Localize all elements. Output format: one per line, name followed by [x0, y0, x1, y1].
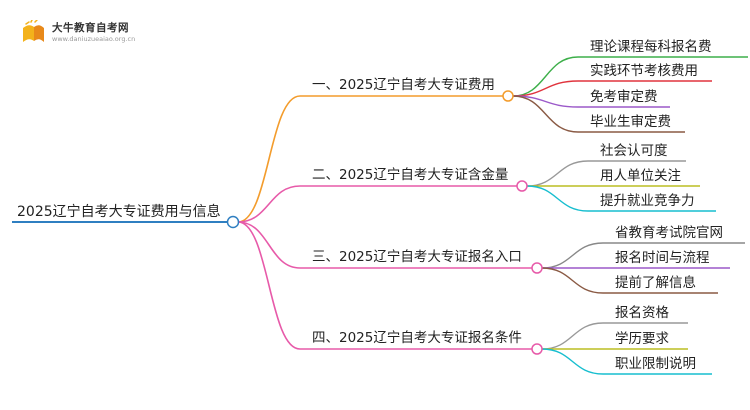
- edge-root-branch-1: [237, 95, 301, 223]
- branch-1[interactable]: 一、2025辽宁自考大专证费用: [300, 76, 514, 102]
- leaf-2-2[interactable]: 用人单位关注: [588, 168, 700, 187]
- leaf-1-2-label: 实践环节考核费用: [590, 63, 698, 79]
- leaf-2-1[interactable]: 社会认可度: [588, 143, 686, 162]
- brand-logo: 大牛教育自考网 www.daniuzueaiao.org.cn: [20, 18, 220, 48]
- branch-3-connector: [531, 262, 543, 274]
- branch-3[interactable]: 三、2025辽宁自考大专证报名入口: [300, 248, 543, 274]
- branch-3-label: 三、2025辽宁自考大专证报名入口: [312, 248, 522, 265]
- leaf-4-1[interactable]: 报名资格: [603, 305, 688, 324]
- edge-branch-2-leaf-1: [526, 160, 589, 187]
- branch-2-connector: [516, 180, 528, 192]
- leaf-1-4-label: 毕业生审定费: [590, 114, 671, 130]
- leaf-3-1[interactable]: 省教育考试院官网: [603, 225, 745, 244]
- leaf-1-1-label: 理论课程每科报名费: [590, 39, 712, 55]
- leaf-2-3[interactable]: 提升就业竞争力: [588, 192, 716, 212]
- leaf-1-4[interactable]: 毕业生审定费: [578, 114, 685, 133]
- leaf-1-3[interactable]: 免考审定费: [578, 89, 670, 108]
- leaf-3-3[interactable]: 提前了解信息: [603, 274, 718, 294]
- edge-branch-2-leaf-3: [526, 185, 589, 212]
- leaf-3-3-label: 提前了解信息: [615, 274, 696, 291]
- edge-branch-3-leaf-1: [541, 242, 604, 269]
- leaf-4-3-label: 职业限制说明: [615, 356, 696, 372]
- edge-branch-4-leaf-1: [541, 322, 604, 350]
- brand-name: 大牛教育自考网: [52, 22, 129, 34]
- leaf-4-2[interactable]: 学历要求: [603, 331, 688, 350]
- branch-4[interactable]: 四、2025辽宁自考大专证报名条件: [300, 329, 543, 355]
- root-node[interactable]: 2025辽宁自考大专证费用与信息: [12, 203, 240, 229]
- branch-4-connector: [531, 343, 543, 355]
- branch-2[interactable]: 二、2025辽宁自考大专证含金量: [300, 166, 528, 192]
- branch-1-label: 一、2025辽宁自考大专证费用: [312, 76, 495, 93]
- leaf-1-3-label: 免考审定费: [590, 89, 658, 105]
- edge-root-branch-4: [237, 221, 301, 350]
- edge-branch-1-leaf-1: [512, 56, 579, 97]
- branch-1-connector: [502, 90, 514, 102]
- leaf-1-2[interactable]: 实践环节考核费用: [578, 63, 712, 82]
- book-logo-icon: [23, 20, 44, 42]
- root-connector: [226, 215, 240, 229]
- leaf-2-1-label: 社会认可度: [600, 143, 668, 159]
- leaf-4-2-label: 学历要求: [615, 331, 669, 347]
- leaf-3-2[interactable]: 报名时间与流程: [603, 250, 730, 269]
- leaf-3-1-label: 省教育考试院官网: [615, 225, 723, 241]
- leaf-3-2-label: 报名时间与流程: [615, 250, 710, 266]
- root-label: 2025辽宁自考大专证费用与信息: [17, 203, 221, 220]
- edge-root-branch-2: [237, 185, 301, 223]
- leaf-2-3-label: 提升就业竞争力: [600, 192, 695, 209]
- leaf-2-2-label: 用人单位关注: [600, 168, 681, 184]
- leaf-4-1-label: 报名资格: [615, 305, 669, 321]
- brand-url: www.daniuzueaiao.org.cn: [52, 35, 136, 43]
- branch-2-label: 二、2025辽宁自考大专证含金量: [312, 166, 508, 183]
- edge-branch-1-leaf-4: [512, 95, 579, 133]
- edge-branch-4-leaf-3: [541, 348, 604, 375]
- leaf-4-3[interactable]: 职业限制说明: [603, 356, 712, 375]
- edge-root-branch-3: [237, 221, 301, 269]
- edge-branch-1-leaf-2: [512, 80, 579, 97]
- leaf-1-1[interactable]: 理论课程每科报名费: [578, 39, 748, 58]
- edge-branch-3-leaf-3: [541, 267, 604, 294]
- edges: [237, 56, 604, 375]
- branch-4-label: 四、2025辽宁自考大专证报名条件: [312, 329, 522, 346]
